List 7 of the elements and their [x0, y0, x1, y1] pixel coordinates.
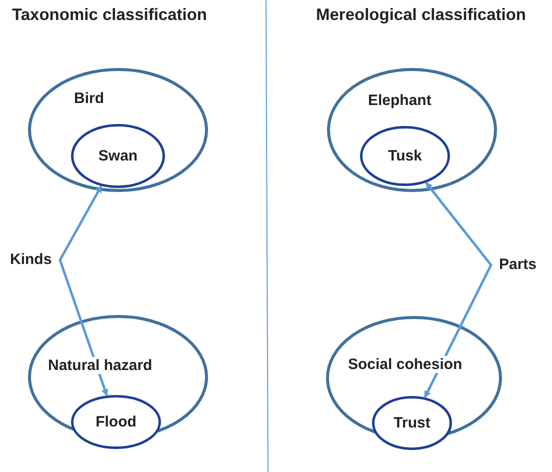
node-label: Social cohesion — [348, 356, 462, 373]
node-label: Elephant — [368, 92, 432, 109]
section-heading: Mereological classification — [316, 6, 526, 25]
section-heading: Taxonomic classification — [12, 6, 208, 25]
node-label: Natural hazard — [48, 357, 152, 374]
double-arrow — [58, 185, 108, 396]
double-arrow — [424, 182, 492, 398]
